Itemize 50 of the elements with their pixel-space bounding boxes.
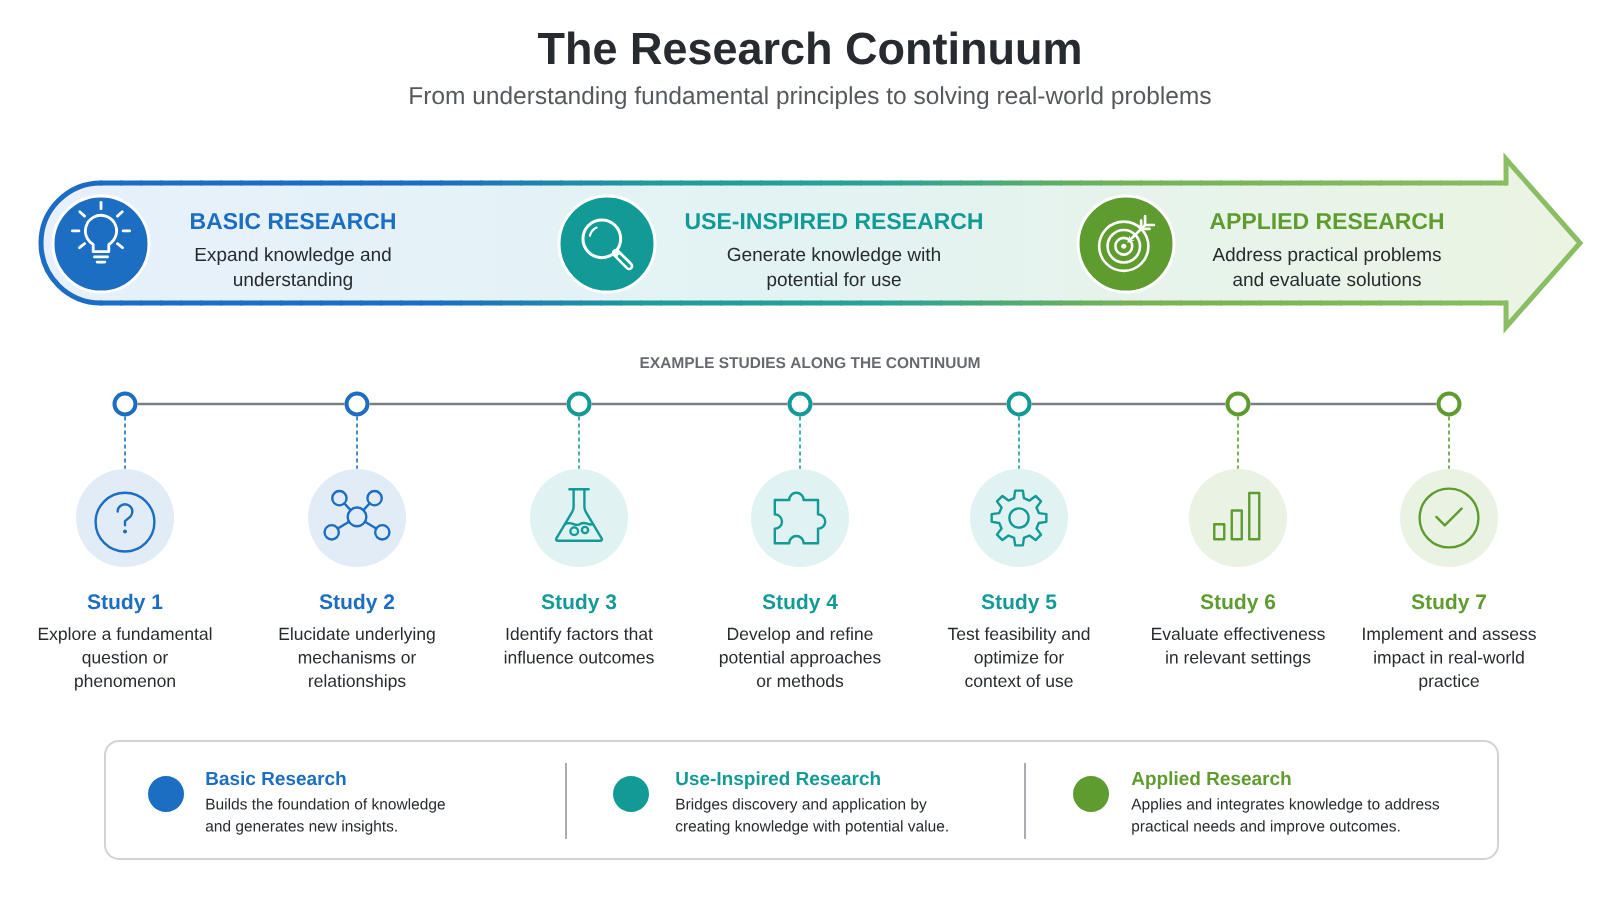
stage-description: Address practical problems and evaluate solutions <box>1212 247 1441 287</box>
timeline-dot <box>344 391 370 417</box>
legend-description: Applies and integrates knowledge to address practical needs and improve outcomes. <box>1131 798 1440 835</box>
study-description: Test feasibility and optimize for context of use <box>947 627 1090 688</box>
dashed-line <box>799 415 801 470</box>
timeline-line <box>591 402 788 406</box>
timeline-dot <box>1436 391 1462 417</box>
dashed-line <box>1448 415 1450 470</box>
dashed-line <box>124 415 126 470</box>
arrow-band <box>38 152 1584 334</box>
stage-description: Expand knowledge and understanding <box>195 247 391 290</box>
timeline-dot <box>787 391 813 417</box>
legend-title: Basic Research <box>206 771 346 786</box>
study-heading: Study 1 <box>87 593 163 614</box>
dashed-line <box>1018 415 1020 470</box>
study-heading: Study 2 <box>319 593 395 614</box>
legend-description: Bridges discovery and application by creating knowledge with potential value. <box>675 798 948 835</box>
study-description: Implement and assess impact in real-world practice <box>1363 627 1536 691</box>
dashed-line <box>356 415 358 470</box>
study-description: Evaluate effectiveness in relevant settings <box>1152 627 1325 668</box>
dashed-line <box>578 415 580 470</box>
stage-heading: APPLIED RESEARCH <box>1210 212 1443 230</box>
study-heading: Study 7 <box>1411 593 1486 614</box>
timeline-line <box>812 402 1007 406</box>
study-description: Explore a fundamental question or phenomenon <box>38 627 212 691</box>
stage-description: Generate knowledge with potential for use <box>727 247 940 290</box>
timeline-line <box>369 402 567 406</box>
timeline-line <box>1031 402 1226 406</box>
title: The Research Continuum <box>537 31 1080 65</box>
timeline-dot <box>566 391 592 417</box>
timeline-dot <box>1006 391 1032 417</box>
study-heading: Study 5 <box>981 593 1057 614</box>
stage-heading: BASIC RESEARCH <box>191 212 395 230</box>
dashed-line <box>1237 415 1239 470</box>
timeline-line <box>137 402 345 406</box>
legend-title: Use-Inspired Research <box>676 771 880 789</box>
study-description: Elucidate underlying mechanisms or relationships <box>279 627 435 691</box>
legend-title: Applied Research <box>1131 771 1291 789</box>
study-heading: Study 3 <box>541 593 617 614</box>
study-description: Develop and refine potential approaches or methods <box>719 627 881 688</box>
timeline-dot <box>112 391 138 417</box>
legend-description: Builds the foundation of knowledge and generates new insights. <box>205 798 445 835</box>
section-heading: EXAMPLE STUDIES ALONG THE CONTINUUM <box>640 357 980 369</box>
timeline-dot <box>1225 391 1251 417</box>
subtitle: From understanding fundamental principles to solving real-world problems <box>410 86 1211 110</box>
study-heading: Study 4 <box>762 593 838 614</box>
stage-heading: USE-INSPIRED RESEARCH <box>685 212 982 230</box>
timeline-line <box>1250 402 1437 406</box>
study-description: Identify factors that influence outcomes <box>504 627 654 664</box>
study-heading: Study 6 <box>1200 593 1276 614</box>
